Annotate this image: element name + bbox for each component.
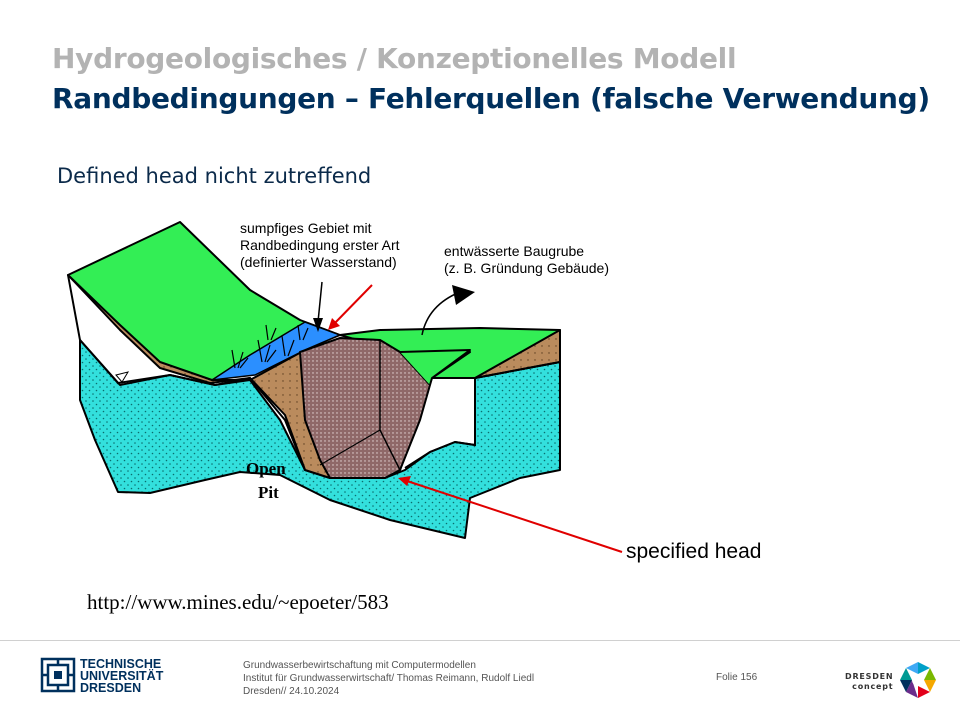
- partner-name-line2: concept: [852, 682, 894, 691]
- curved-arrow-icon: [452, 285, 475, 305]
- annotation-specified-head: specified head: [626, 540, 762, 563]
- red-arrow-swamp-icon: [328, 318, 340, 330]
- tud-logo-icon: [40, 657, 76, 693]
- annotation-pit: entwässerte Baugrube (z. B. Gründung Geb…: [444, 243, 609, 277]
- slide-title-line1: Hydrogeologisches / Konzeptionelles Mode…: [52, 42, 737, 75]
- footer-divider: [0, 640, 960, 641]
- annotation-swamp-line1: sumpfiges Gebiet mit: [240, 220, 372, 236]
- footer-info: Grundwasserbewirtschaftung mit Computerm…: [243, 659, 534, 698]
- figure-label-pit: Pit: [258, 483, 279, 502]
- source-link[interactable]: http://www.mines.edu/~epoeter/583: [87, 590, 389, 614]
- annotation-pit-line1: entwässerte Baugrube: [444, 243, 585, 259]
- university-name-line1: TECHNISCHE: [80, 657, 162, 671]
- slide-title-line2: Randbedingungen – Fehlerquellen (falsche…: [52, 82, 930, 115]
- annotation-swamp-line3: (definierter Wasserstand): [240, 254, 397, 270]
- partner-name: DRESDEN concept: [845, 672, 893, 692]
- annotation-pit-line2: (z. B. Gründung Gebäude): [444, 260, 609, 276]
- annotation-swamp: sumpfiges Gebiet mit Randbedingung erste…: [240, 220, 400, 271]
- slide-subtitle: Defined head nicht zutreffend: [57, 164, 372, 188]
- partner-name-line1: DRESDEN: [845, 672, 894, 681]
- footer-course: Grundwasserbewirtschaftung mit Computerm…: [243, 660, 476, 671]
- down-arrow-icon: [313, 318, 323, 332]
- annotation-swamp-line2: Randbedingung erster Art: [240, 237, 400, 253]
- red-arrow-head-icon: [398, 476, 411, 486]
- figure-label-open: Open: [246, 459, 286, 478]
- hydrogeology-block-diagram: Open Pit: [67, 221, 623, 553]
- footer-institute: Institut für Grundwasserwirtschaft/ Thom…: [243, 673, 535, 684]
- university-name: TECHNISCHE UNIVERSITÄT DRESDEN: [80, 657, 164, 695]
- university-name-line2: UNIVERSITÄT: [80, 669, 164, 683]
- footer-date: Dresden// 24.10.2024: [243, 686, 340, 697]
- dresden-concept-logo-icon: [900, 662, 936, 698]
- slide-number: Folie 156: [716, 672, 758, 683]
- university-name-line3: DRESDEN: [80, 681, 142, 695]
- swamp-grass-icon: [231, 324, 309, 369]
